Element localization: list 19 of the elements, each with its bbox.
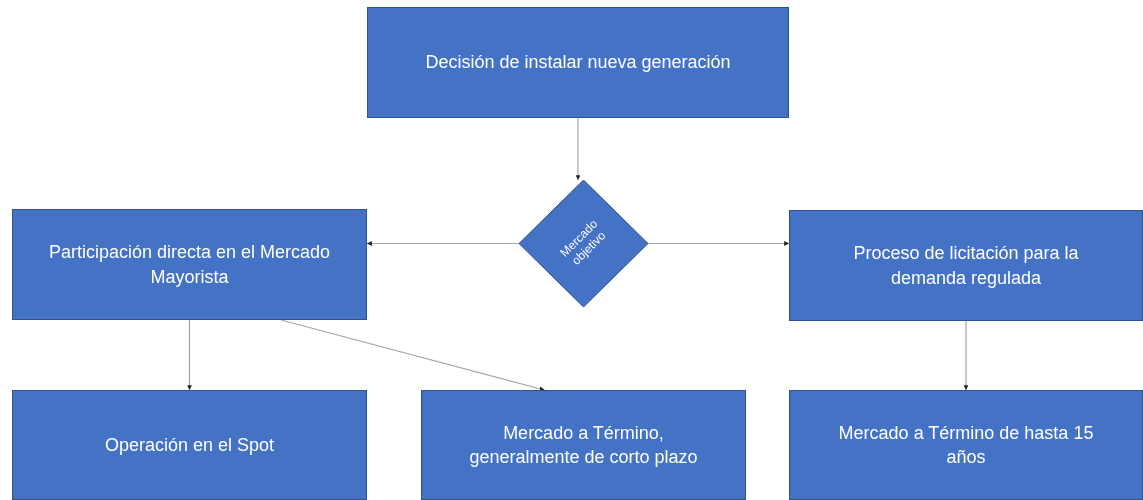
arrow [187, 319, 192, 391]
arrow [280, 319, 546, 392]
arrow [963, 320, 969, 391]
node-text: Mercado a Término de hasta 15 años [837, 421, 1095, 469]
node-text: Operación en el Spot [103, 433, 276, 457]
arrow [575, 117, 581, 181]
process-box [789, 390, 1143, 500]
process-box [789, 210, 1143, 321]
node-text: Participación directa en el Mercado Mayorista [47, 241, 332, 289]
arrow [366, 241, 520, 246]
node-text: Mercado a Término, generalmente de corto plazo [468, 421, 699, 469]
node-text: Decisión de instalar nueva generación [424, 51, 732, 75]
node-text: Proceso de licitación para la demanda regulada [852, 242, 1080, 290]
process-box [421, 390, 746, 500]
decision-diamond [519, 180, 648, 307]
arrow [647, 241, 790, 246]
process-box [367, 7, 789, 118]
process-box [12, 390, 367, 500]
process-box [12, 209, 367, 320]
